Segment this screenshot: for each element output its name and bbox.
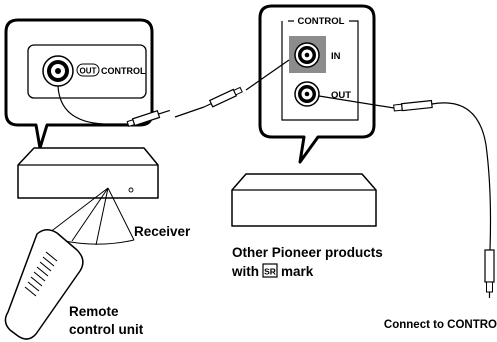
sr-mark-icon: SR [262,263,278,278]
receiver-control-jack [42,55,74,87]
other-products-mark: mark [281,264,314,279]
remote-label-line2: control unit [69,322,144,337]
out-jack [294,81,320,107]
hanging-plug [484,249,495,298]
receiver-ir-sensor [128,187,134,193]
other-products-label: Other Pioneer products [232,245,383,260]
other-products-with: with [231,264,259,279]
control-panel-outline [281,20,359,121]
sr-mark-text: SR [264,267,276,277]
connect-to-label: Connect to CONTRO [384,319,497,331]
out-jack-label: OUT [331,90,351,101]
receiver-control-label: CONTROL [101,66,146,76]
cable-out-to-next [318,95,495,298]
receiver-label: Receiver [134,224,191,239]
in-jack-label: IN [331,51,341,62]
receiver-unit [17,147,159,199]
other-callout-bubble [258,4,376,164]
receiver-box [17,147,159,199]
out-badge [76,63,100,77]
other-product-box [231,173,377,227]
cable-receiver-to-in [57,59,290,128]
in-jack [294,42,320,68]
other-product-callout: CONTROL IN OUT [258,4,376,164]
receiver-callout: OUT CONTROL [4,18,154,150]
remote-buttons [24,251,58,297]
other-product-unit [231,173,377,227]
remote-label-line1: Remote [69,304,119,319]
remote-control [4,229,84,340]
out-badge-label: OUT [80,67,97,76]
control-panel-label: CONTROL [298,16,345,27]
